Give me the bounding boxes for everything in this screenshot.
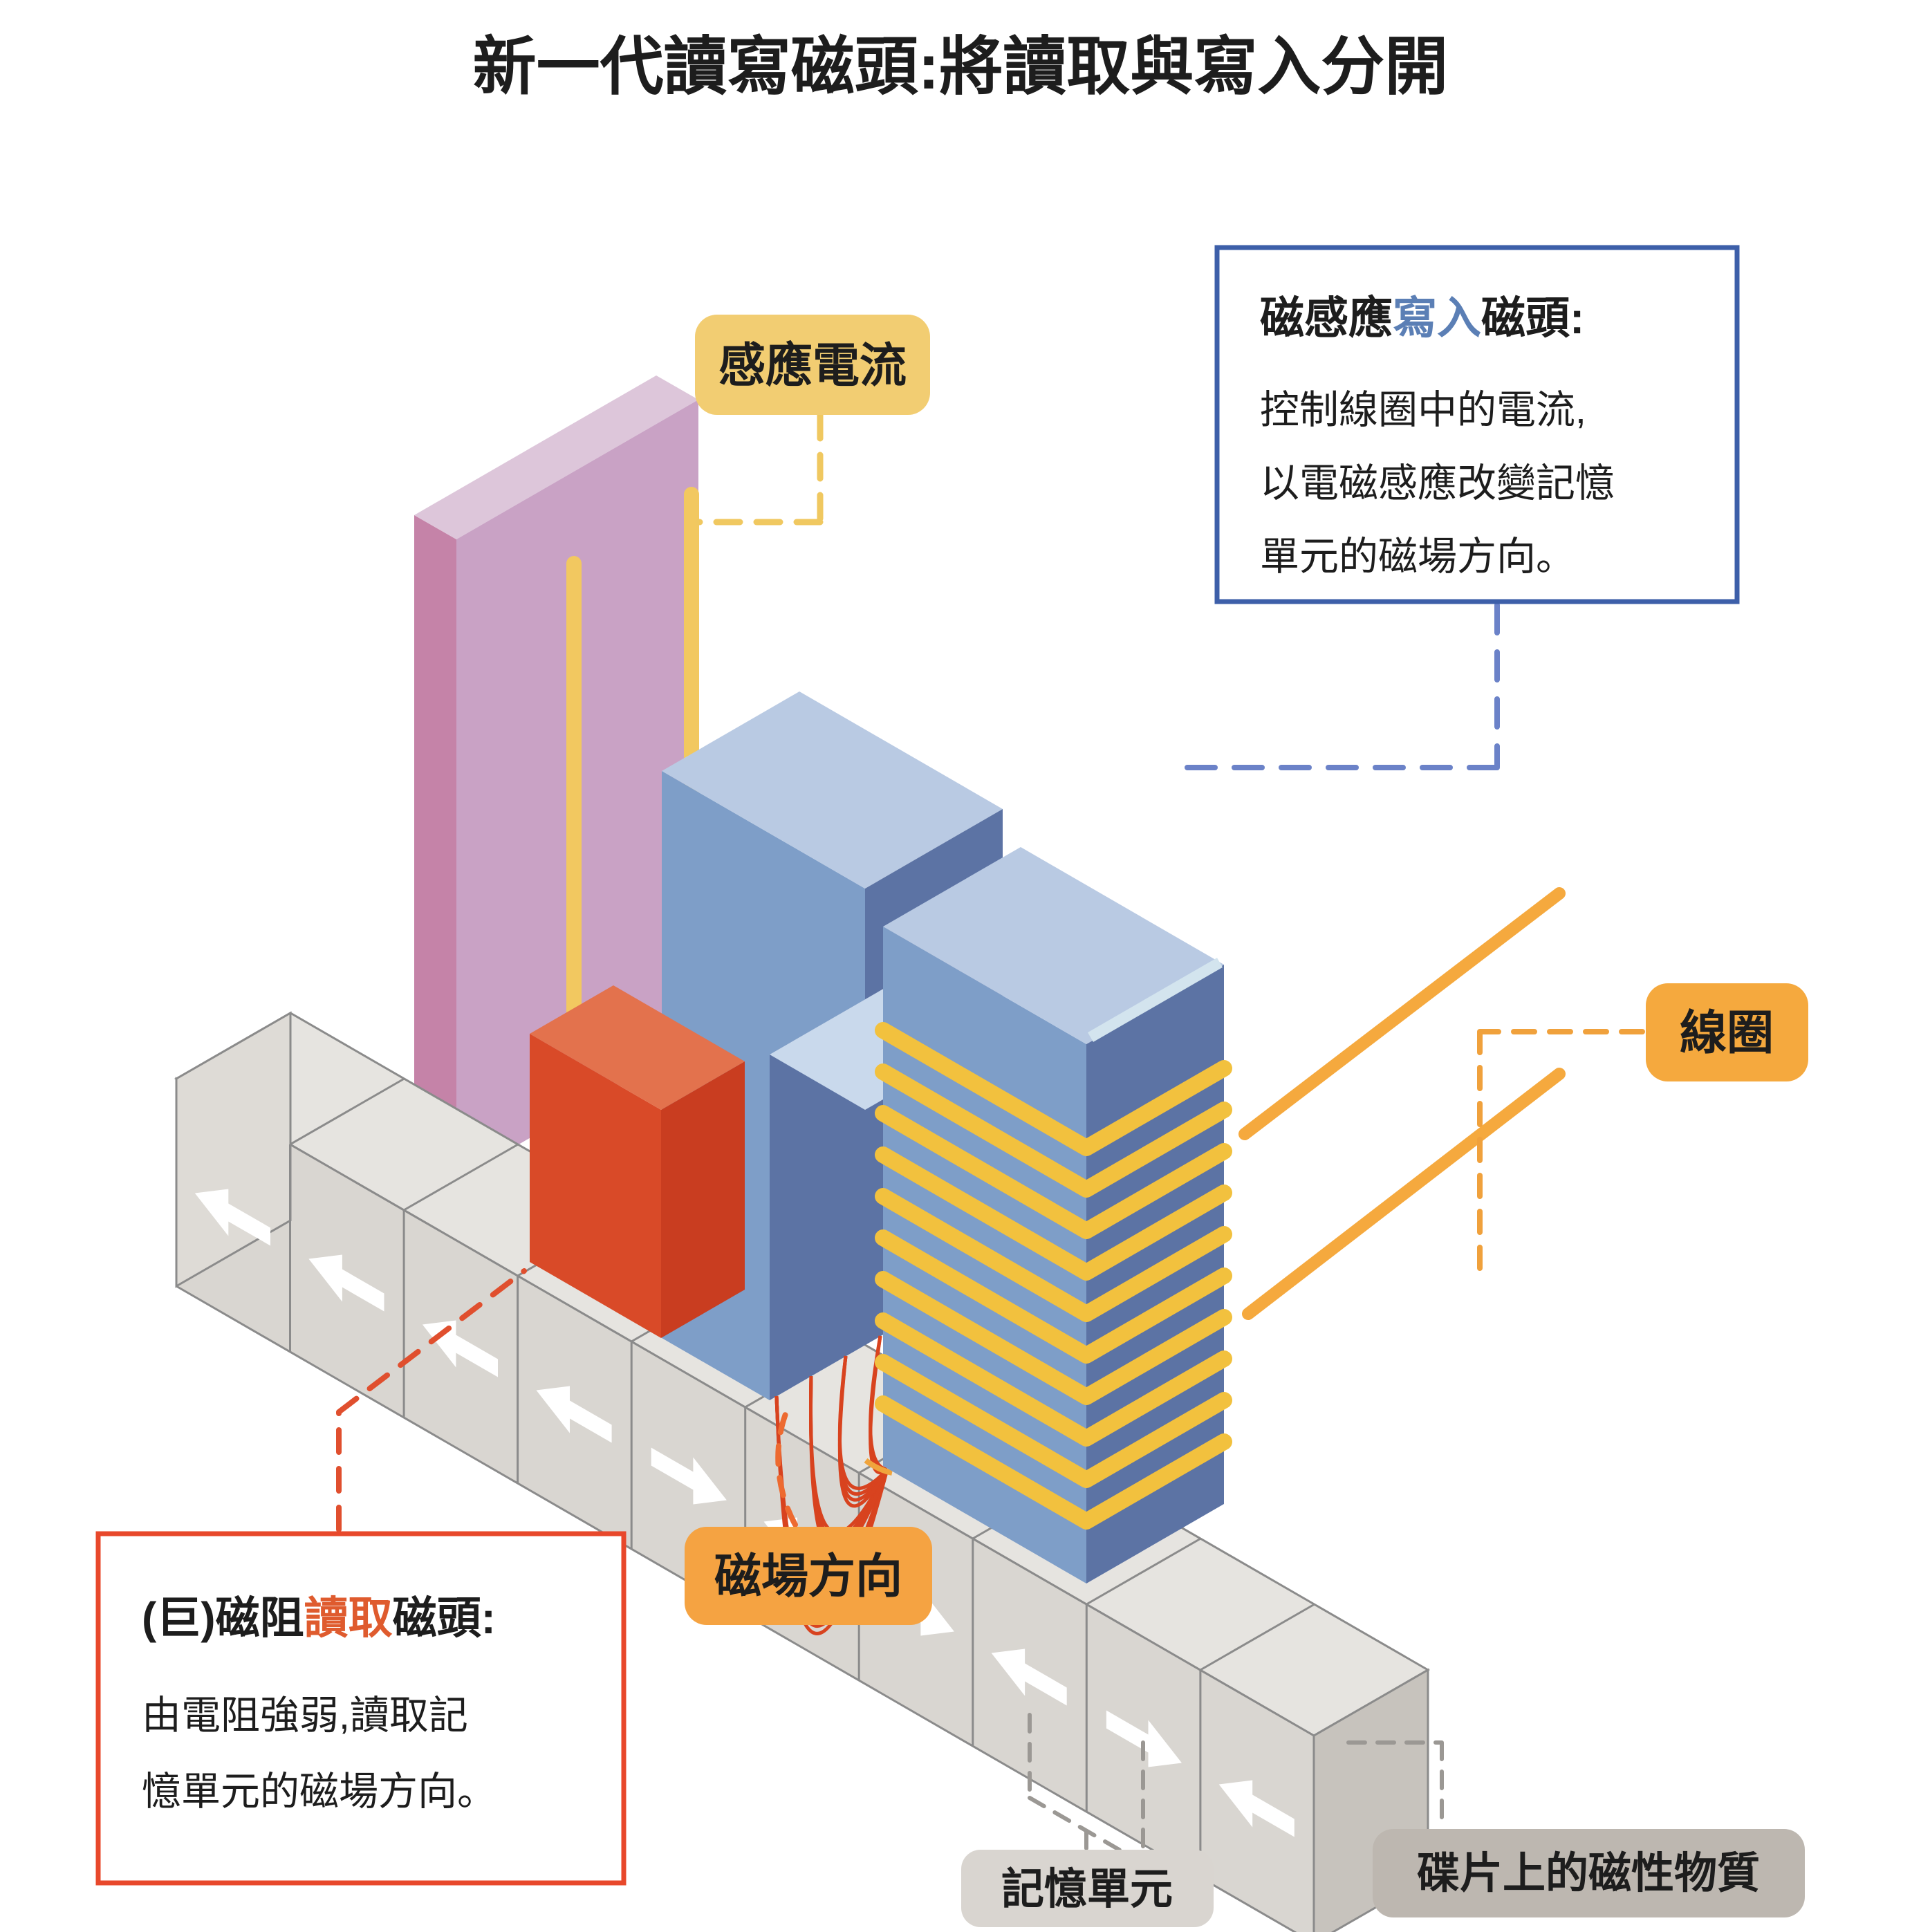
- memory-cell-label-bg: [961, 1850, 1214, 1927]
- magnetization-arrow-left: [308, 1254, 384, 1312]
- write-head-infobox: 磁感應寫入磁頭: 控制線圈中的電流, 以電磁感應改變記憶 單元的磁場方向。: [1214, 245, 1740, 604]
- write-head-infobox-line2: 以電磁感應改變記憶: [1260, 461, 1615, 505]
- coil-label: 線圈: [1646, 983, 1808, 1081]
- mr-slab-top-face: [414, 375, 698, 539]
- induced-current-label-text: 感應電流: [718, 340, 907, 392]
- write-head-infobox-line1: 控制線圈中的電流,: [1260, 388, 1586, 432]
- page-title: 新一代讀寫磁頭:將讀取與寫入分開: [473, 32, 1449, 102]
- coil-lead-wires: [1238, 887, 1566, 1320]
- write-head-right-top-face: [883, 847, 1224, 1044]
- coil-lead-lower: [1242, 1068, 1566, 1320]
- pill-labels: 感應電流 線圈 磁場方向 記憶單元 碟片上的磁性物質: [685, 315, 1808, 1927]
- field-line-orange-tip: [864, 1458, 893, 1476]
- write-head-infobox-line3: 單元的磁場方向。: [1260, 535, 1575, 579]
- write-head-left-top-face: [662, 691, 1003, 889]
- magnetization-arrow-left: [1218, 1780, 1294, 1837]
- read-head-infobox-line1: 由電阻強弱,讀取記: [142, 1693, 468, 1738]
- leader-disk-material: [1346, 1740, 1444, 1831]
- leader-memory-cell: [1028, 1713, 1145, 1866]
- field-direction-label-text: 磁場方向: [714, 1550, 902, 1603]
- magnetization-arrow-right: [651, 1447, 727, 1505]
- leader-field-direction: [775, 1404, 798, 1527]
- read-head-infobox: (巨)磁阻讀取磁頭: 由電阻強弱,讀取記 憶單元的磁場方向。: [95, 1531, 627, 1886]
- write-head-top-bevel: [1087, 958, 1223, 1042]
- field-direction-label-bg: [685, 1527, 932, 1625]
- leader-lines: [336, 411, 1645, 1866]
- read-element-side-face: [661, 1061, 745, 1338]
- write-head-infobox-title: 磁感應寫入磁頭:: [1260, 293, 1584, 343]
- read-head-infobox-border: [95, 1531, 627, 1886]
- leader-induced-current: [695, 411, 824, 526]
- disk-material-label-bg: [1373, 1829, 1805, 1917]
- memory-cell-label: 記憶單元: [961, 1850, 1214, 1927]
- read-head-infobox-title: (巨)磁阻讀取磁頭:: [142, 1593, 496, 1643]
- read-element-block: [530, 985, 745, 1338]
- disk-material-label: 碟片上的磁性物質: [1373, 1829, 1805, 1917]
- write-head-infobox-border: [1214, 245, 1740, 604]
- read-element-top-face: [530, 985, 745, 1110]
- coil-label-bg: [1646, 983, 1808, 1081]
- magnetization-arrow-left: [536, 1386, 612, 1443]
- magnetization-arrow-right: [1106, 1710, 1182, 1767]
- coil-label-text: 線圈: [1680, 1007, 1774, 1059]
- leader-write-head: [1173, 602, 1500, 770]
- field-direction-label: 磁場方向: [685, 1527, 932, 1625]
- coil-lead-upper: [1238, 887, 1566, 1140]
- induced-current-label: 感應電流: [695, 315, 930, 415]
- mr-slab-side-face: [414, 515, 456, 1180]
- read-head-infobox-line2: 憶單元的磁場方向。: [142, 1770, 497, 1814]
- magnetization-arrow-left: [991, 1648, 1067, 1706]
- magnetization-arrow-left: [194, 1189, 270, 1246]
- leader-coil: [1477, 1029, 1645, 1275]
- disk-material-label-text: 碟片上的磁性物質: [1417, 1850, 1760, 1897]
- coil-windings: [875, 1022, 1232, 1530]
- memory-cell-label-text: 記憶單元: [1001, 1866, 1173, 1913]
- induced-current-label-bg: [695, 315, 930, 415]
- read-element-front-face: [530, 1034, 661, 1338]
- leader-read-head: [336, 1268, 527, 1532]
